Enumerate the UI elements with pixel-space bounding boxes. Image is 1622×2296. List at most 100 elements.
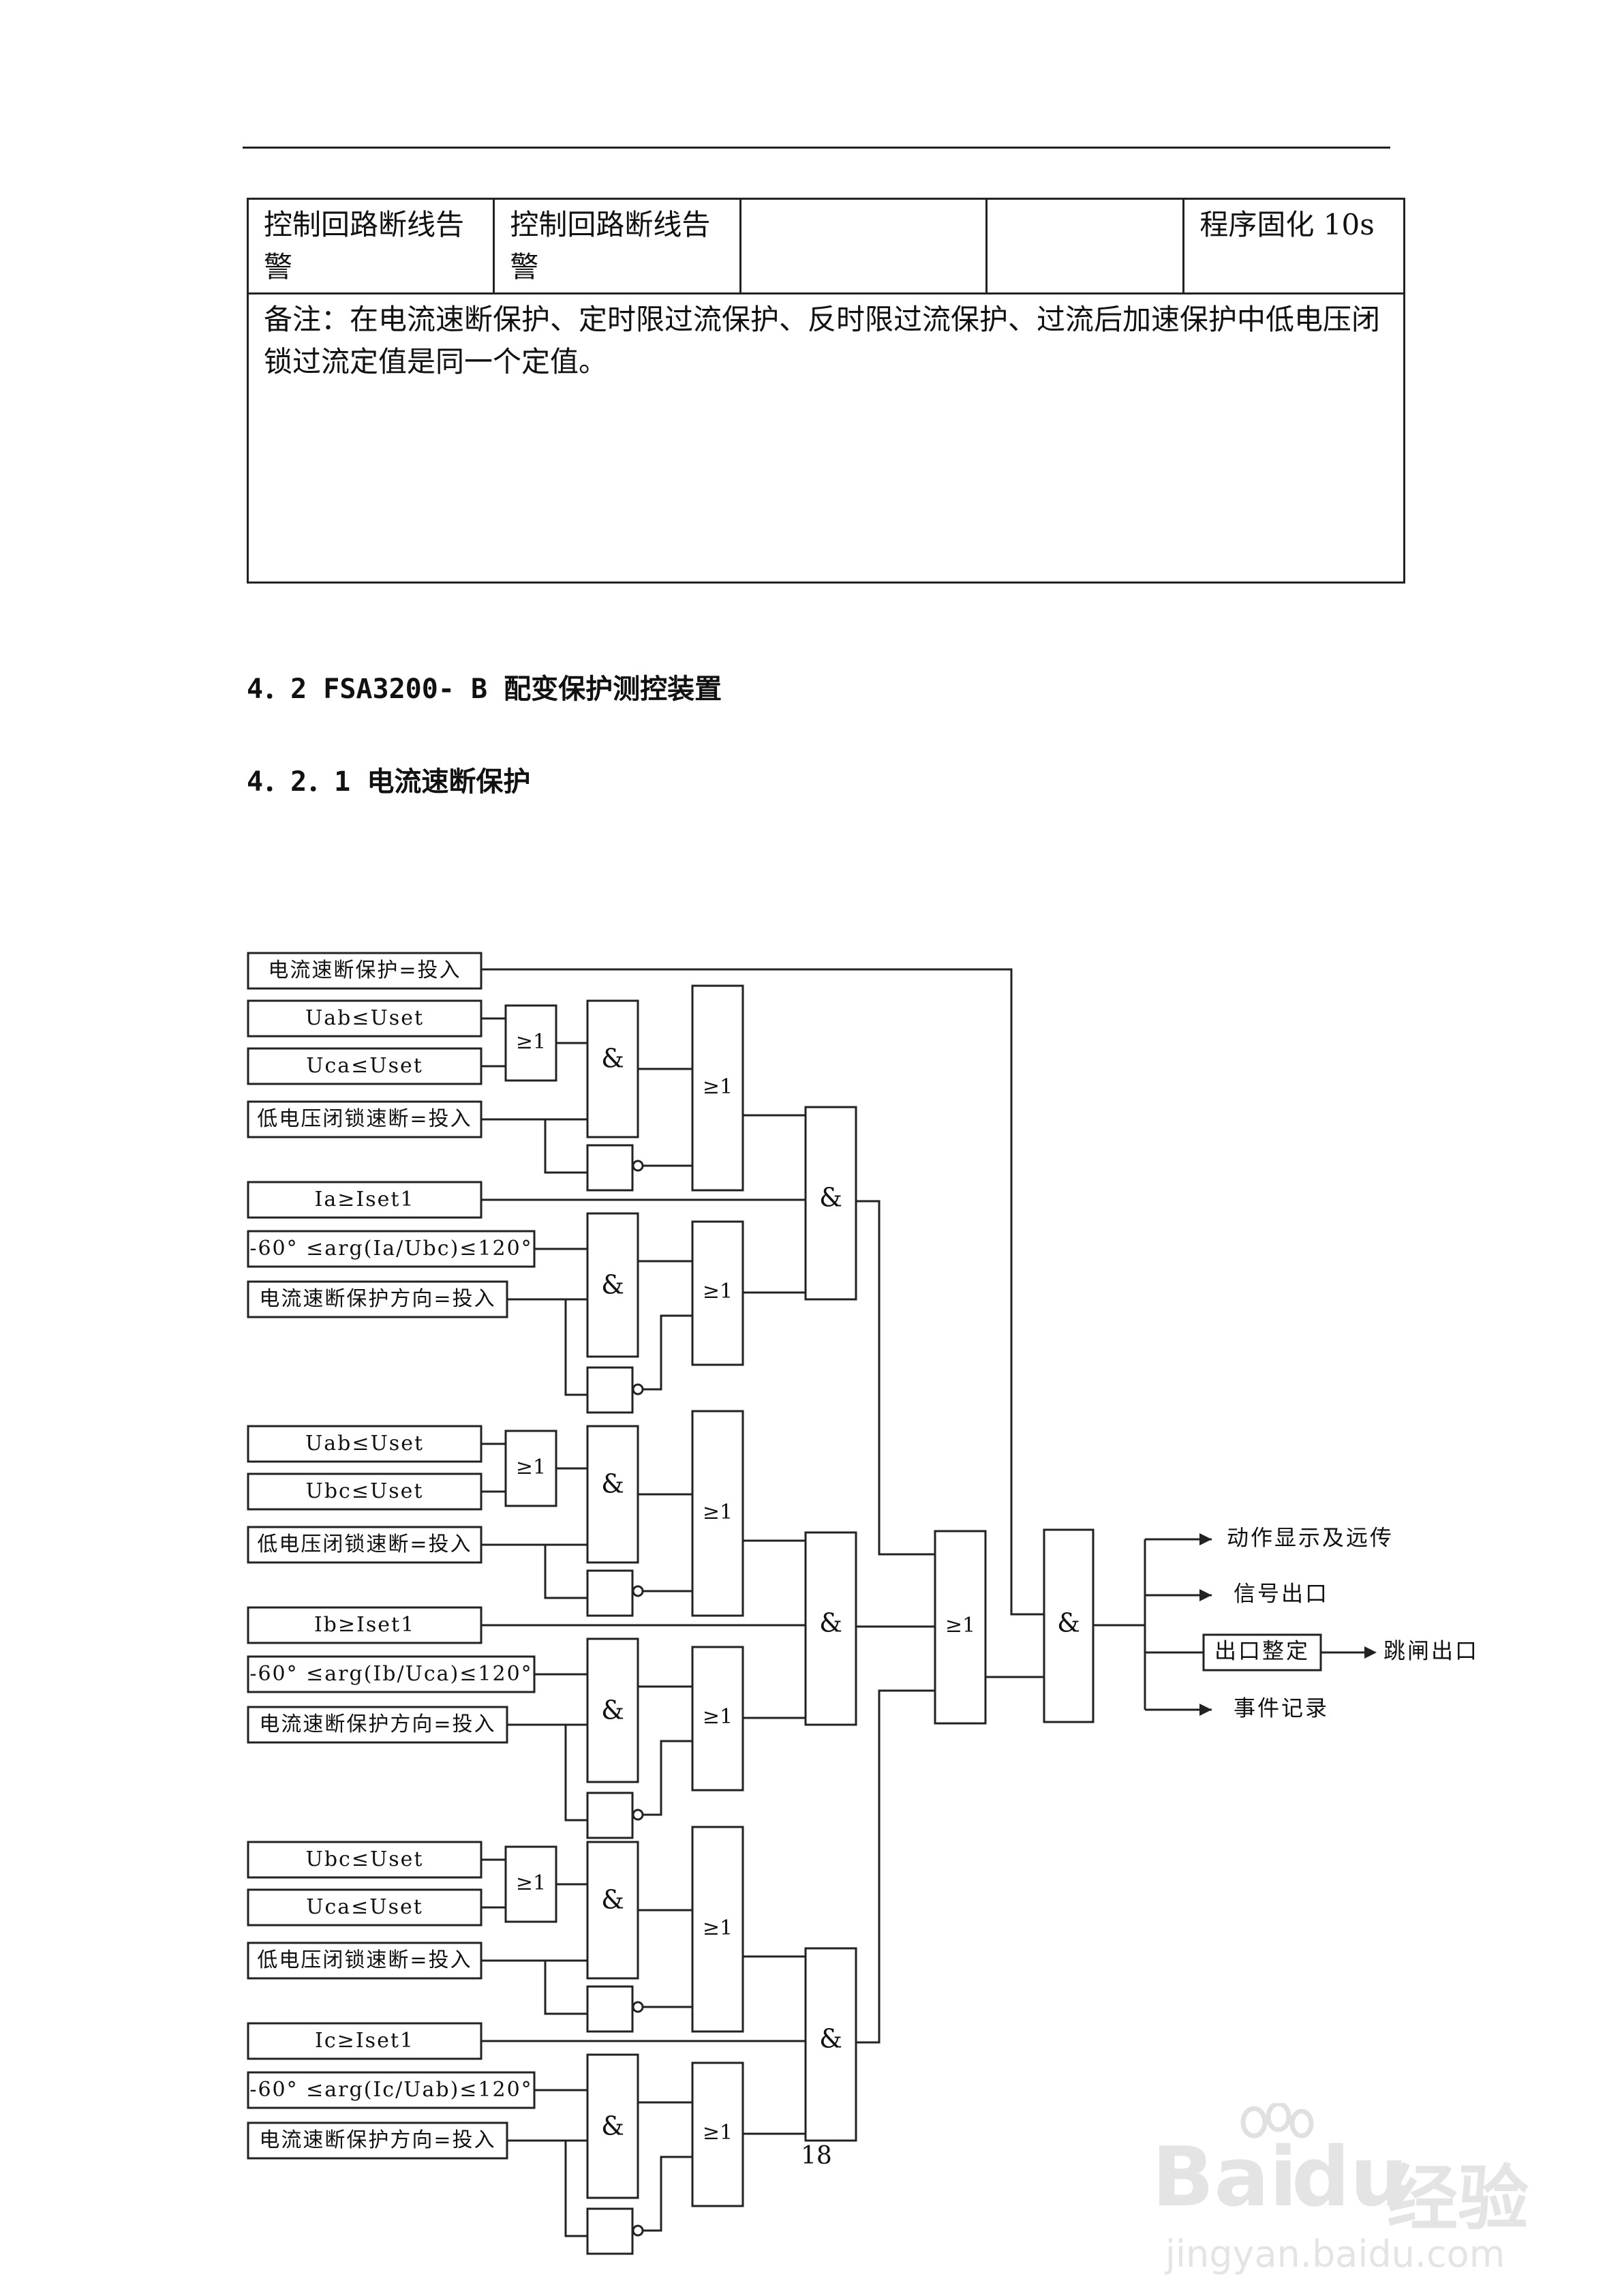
output-event-record: 事件记录	[1234, 1695, 1329, 1721]
group1-angle-input-label: -60° ≤arg(Ia/Ubc)≤120°	[249, 1237, 532, 1260]
group2-dir-and-label: &	[601, 1695, 624, 1725]
group3-wire-lv-to-not	[544, 1961, 587, 2015]
group1-dir-and-gate	[586, 1212, 639, 1358]
group1-volt-or-gate	[691, 984, 744, 1192]
main-or-gate	[934, 1530, 987, 1725]
group3-direction-input	[247, 2121, 508, 2160]
group2-dir-not-bubble	[632, 1809, 644, 1821]
group2-lv-and-label: &	[601, 1469, 624, 1499]
group2-not-box	[586, 1569, 634, 1617]
group3-lv-and-label: &	[601, 1885, 624, 1915]
group3-voltage-input-2	[247, 1888, 483, 1927]
group1-angle-input	[247, 1230, 536, 1268]
page-number: 18	[801, 2142, 832, 2170]
group2-angle-input-label: -60° ≤arg(Ib/Uca)≤120°	[249, 1662, 532, 1686]
main-or-label: ≥1	[945, 1614, 975, 1637]
group2-volt-or-gate	[691, 1410, 744, 1617]
group1-current-input	[247, 1181, 483, 1219]
group1-voltage-input-1-label: Uab≤Uset	[305, 1006, 424, 1030]
group3-dir-and-label: &	[601, 2111, 624, 2141]
group3-dir-not-bubble	[632, 2224, 644, 2237]
input-protection-enable-label: 电流速断保护=投入	[268, 958, 461, 982]
group2-voltage-input-2-label: Ubc≤Uset	[306, 1479, 424, 1503]
group3-dir-or-gate	[691, 2061, 744, 2207]
group1-voltage-input-2	[247, 1047, 483, 1085]
settings-table: 控制回路断线告警 控制回路断线告警 程序固化 10s 备注：在电流速断保护、定时…	[246, 198, 1405, 584]
group1-combine-and-label: &	[819, 1183, 842, 1213]
group3-not-bubble	[632, 2001, 644, 2013]
output-signal: 信号出口	[1234, 1581, 1329, 1607]
table-cell: 程序固化 10s	[1182, 198, 1405, 294]
output-action-display: 动作显示及远传	[1227, 1525, 1394, 1551]
watermark-url: jingyan.baidu.com	[1165, 2233, 1505, 2276]
group1-dir-or-label: ≥1	[703, 1280, 733, 1303]
group2-wire-dirnot-to-or	[643, 1740, 692, 1816]
group1-direction-input-label: 电流速断保护方向=投入	[259, 1287, 495, 1311]
final-and-gate	[1043, 1528, 1095, 1723]
input-protection-enable	[247, 952, 483, 990]
group3-angle-input	[247, 2071, 536, 2109]
group2-dir-or-label: ≥1	[703, 1705, 733, 1729]
final-and-label: &	[1057, 1608, 1080, 1638]
group2-voltage-or-label: ≥1	[516, 1455, 546, 1479]
group3-current-input-label: Ic≥Iset1	[315, 2029, 414, 2053]
group2-current-input-label: Ib≥Iset1	[314, 1613, 415, 1637]
output-setting-label: 出口整定	[1214, 1638, 1310, 1664]
table-cell	[739, 198, 988, 294]
table-row: 控制回路断线告警 控制回路断线告警 程序固化 10s	[246, 198, 1405, 294]
group2-dir-not-box	[586, 1792, 634, 1839]
arrow-output-3	[1364, 1646, 1377, 1659]
group1-not-box	[586, 1144, 634, 1192]
group3-combine-and-gate	[804, 1947, 857, 2142]
group2-lv-block-input	[247, 1526, 483, 1564]
header-rule	[243, 147, 1390, 149]
group1-lv-and-gate	[586, 999, 639, 1138]
paw-icon	[1240, 2103, 1314, 2139]
arrow-output-4	[1199, 1704, 1212, 1716]
group1-volt-or-label: ≥1	[703, 1075, 733, 1099]
group2-combine-and-gate	[804, 1531, 857, 1726]
group1-voltage-input-1	[247, 999, 483, 1038]
group1-current-input-label: Ia≥Iset1	[314, 1188, 414, 1211]
group2-volt-or-label: ≥1	[703, 1500, 733, 1524]
arrow-output-2	[1199, 1589, 1212, 1601]
wire-combine1-to-or	[856, 1200, 935, 1556]
group2-voltage-input-1-label: Uab≤Uset	[305, 1432, 424, 1455]
group1-not-bubble	[632, 1160, 644, 1172]
group3-dir-or-label: ≥1	[703, 2121, 733, 2145]
group3-voltage-or-label: ≥1	[516, 1871, 546, 1895]
output-trip: 跳闸出口	[1383, 1638, 1479, 1664]
group3-angle-input-label: -60° ≤arg(Ic/Uab)≤120°	[249, 2078, 532, 2102]
group3-lv-block-input-label: 低电压闭锁速断=投入	[257, 1948, 472, 1972]
group3-not-box	[586, 1985, 634, 2033]
group3-voltage-input-2-label: Uca≤Uset	[306, 1895, 423, 1919]
group3-lv-and-gate	[586, 1841, 639, 1980]
group3-volt-or-gate	[691, 1826, 744, 2033]
group2-not-bubble	[632, 1585, 644, 1597]
group1-voltage-or-label: ≥1	[516, 1030, 546, 1054]
group1-voltage-input-2-label: Uca≤Uset	[306, 1054, 423, 1078]
group3-voltage-input-1-label: Ubc≤Uset	[306, 1847, 424, 1871]
group1-combine-and-gate	[804, 1106, 857, 1301]
section-heading: 4．2 FSA3200- B 配变保护测控装置	[247, 674, 722, 705]
group3-wire-dirnot-to-or	[643, 2156, 692, 2232]
group3-dir-and-gate	[586, 2053, 639, 2199]
watermark-brand2: du	[1291, 2130, 1409, 2225]
table-note: 备注：在电流速断保护、定时限过流保护、反时限过流保护、过流后加速保护中低电压闭锁…	[247, 292, 1405, 584]
group2-lv-and-gate	[586, 1425, 639, 1564]
watermark-brand: Bai	[1152, 2130, 1298, 2225]
group1-voltage-or-gate	[504, 1004, 557, 1082]
group2-lv-block-input-label: 低电压闭锁速断=投入	[257, 1532, 472, 1556]
subsection-heading: 4．2．1 电流速断保护	[247, 766, 531, 798]
group2-voltage-input-1	[247, 1425, 483, 1463]
group2-wire-lv-to-not	[544, 1545, 587, 1599]
group2-direction-input-label: 电流速断保护方向=投入	[259, 1712, 495, 1736]
group3-volt-or-label: ≥1	[703, 1916, 733, 1940]
group1-lv-and-label: &	[601, 1044, 624, 1074]
group3-combine-and-label: &	[819, 2024, 842, 2054]
wire-combine3-to-or	[856, 1689, 935, 2044]
group3-voltage-or-gate	[504, 1845, 557, 1923]
group3-dir-not-box	[586, 2207, 634, 2255]
